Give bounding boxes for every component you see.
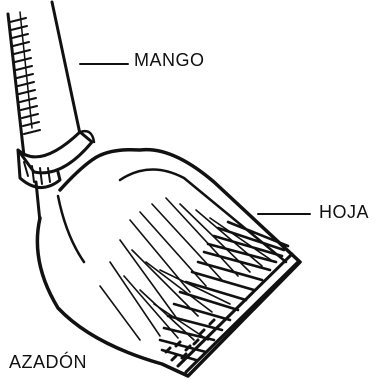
handle-label: MANGO [134, 51, 205, 69]
handle-shaft [8, 2, 80, 156]
blade-label: HOJA [319, 203, 369, 221]
diagram-title: AZADÓN [9, 353, 87, 371]
